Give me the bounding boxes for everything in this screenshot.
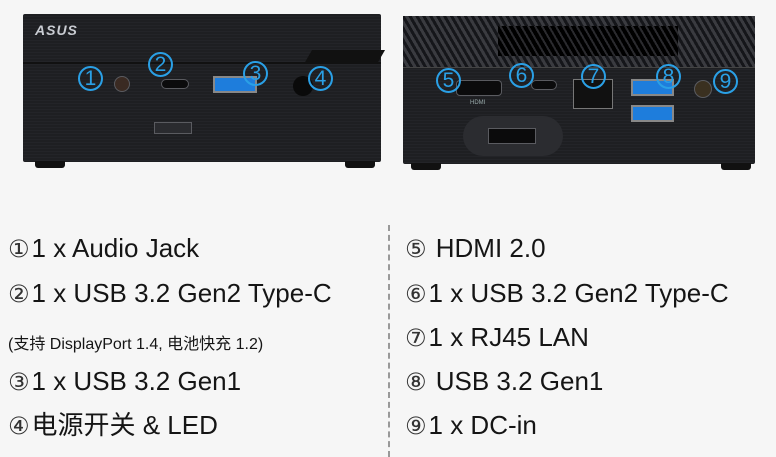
marker-8: 8 (656, 64, 681, 89)
usb-a-port-rear-2 (631, 105, 674, 122)
marker-7: 7 (581, 64, 606, 89)
foot (35, 161, 65, 168)
dc-in-port (694, 80, 712, 98)
vent-grill (498, 26, 678, 56)
spec-text: 1 x USB 3.2 Gen2 Type-C (428, 278, 729, 308)
spec-5: ⑤ HDMI 2.0 (405, 233, 546, 265)
spec-marker: ⑦ (405, 325, 427, 352)
spec-text: 1 x RJ45 LAN (428, 322, 589, 352)
audio-jack-port (114, 76, 130, 92)
spec-text: 1 x Audio Jack (31, 233, 200, 263)
spec-text: USB 3.2 Gen1 (428, 366, 604, 396)
marker-3: 3 (243, 61, 268, 86)
foot (345, 161, 375, 168)
spec-9: ⑨1 x DC-in (405, 410, 537, 442)
top-edge (23, 62, 381, 64)
front-panel-image: ASUS 1 2 3 4 (23, 14, 386, 168)
spec-text: 1 x USB 3.2 Gen2 Type-C (31, 278, 332, 308)
spec-text: 1 x USB 3.2 Gen1 (31, 366, 242, 396)
spec-text: HDMI 2.0 (428, 233, 546, 263)
marker-1: 1 (78, 66, 103, 91)
spec-3: ③1 x USB 3.2 Gen1 (8, 366, 241, 398)
spec-marker: ④ (8, 413, 30, 440)
displayport-port (488, 128, 536, 144)
usb-c-port-front (161, 79, 189, 89)
spec-8: ⑧ USB 3.2 Gen1 (405, 366, 603, 398)
spec-marker: ⑧ (405, 369, 427, 396)
power-bezel (303, 50, 386, 64)
spec-4: ④电源开关 & LED (8, 410, 218, 442)
vent (403, 16, 755, 68)
spec-marker: ⑥ (405, 281, 427, 308)
marker-4: 4 (308, 66, 333, 91)
hdmi-label: HDMI (470, 100, 486, 106)
spec-1: ①1 x Audio Jack (8, 233, 199, 265)
hdmi-port (456, 80, 502, 96)
spec-text: 1 x DC-in (428, 410, 537, 440)
asus-logo: ASUS (35, 22, 78, 38)
spec-2: ②1 x USB 3.2 Gen2 Type-C (8, 278, 332, 310)
usb-c-port-rear (531, 80, 557, 90)
column-divider (388, 225, 390, 457)
spec-marker: ⑨ (405, 413, 427, 440)
spec-marker: ③ (8, 369, 30, 396)
spec-marker: ① (8, 236, 30, 263)
marker-5: 5 (436, 68, 461, 93)
spec-7: ⑦1 x RJ45 LAN (405, 322, 589, 354)
spec-6: ⑥1 x USB 3.2 Gen2 Type-C (405, 278, 729, 310)
spec-text: 电源开关 & LED (31, 410, 218, 440)
rear-panel-image: HDMI 5 6 7 8 9 (403, 16, 755, 170)
card-reader-slot (154, 122, 192, 134)
marker-9: 9 (713, 69, 738, 94)
spec-marker: ② (8, 281, 30, 308)
marker-6: 6 (509, 63, 534, 88)
spec-marker: ⑤ (405, 236, 427, 263)
foot (411, 163, 441, 170)
foot (721, 163, 751, 170)
spec-2-note: (支持 DisplayPort 1.4, 电池快充 1.2) (8, 336, 264, 353)
marker-2: 2 (148, 52, 173, 77)
